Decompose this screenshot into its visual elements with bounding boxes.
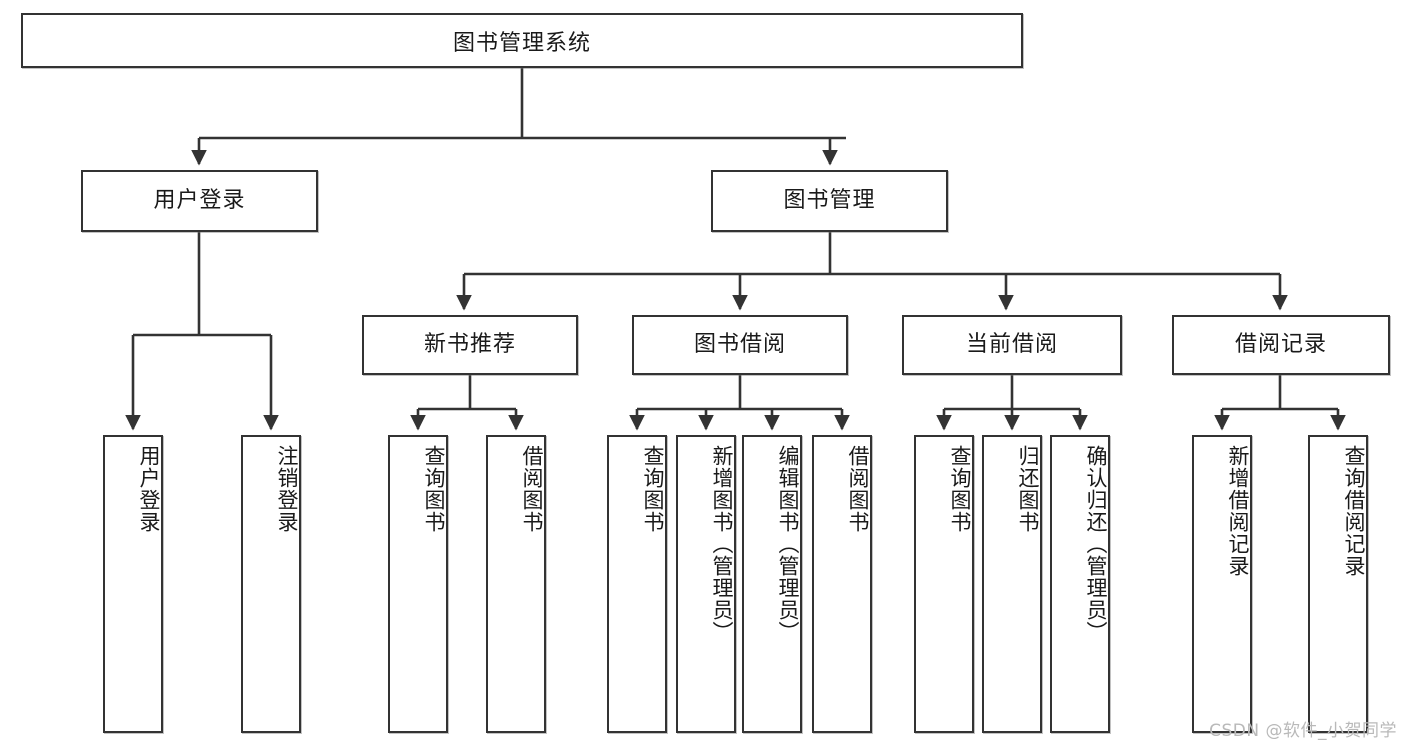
leaf-query-book-1[interactable]: 查询图书 bbox=[388, 435, 448, 733]
leaf-query-book-2-label: 查询图书 bbox=[641, 445, 665, 533]
node-root-book-management-system[interactable]: 图书管理系统 bbox=[21, 13, 1023, 68]
node-current-borrow[interactable]: 当前借阅 bbox=[902, 315, 1122, 375]
leaf-borrow-book-1[interactable]: 借阅图书 bbox=[486, 435, 546, 733]
leaf-edit-book-label: 编辑图书（管理员） bbox=[776, 445, 800, 643]
node-book-manage-label: 图书管理 bbox=[783, 187, 876, 213]
leaf-borrow-book-2-label: 借阅图书 bbox=[846, 445, 870, 533]
leaf-logout-label: 注销登录 bbox=[275, 445, 299, 533]
node-user-login[interactable]: 用户登录 bbox=[81, 170, 318, 232]
leaf-logout[interactable]: 注销登录 bbox=[241, 435, 301, 733]
leaf-confirm-return-label: 确认归还（管理员） bbox=[1084, 445, 1108, 643]
leaf-edit-book[interactable]: 编辑图书（管理员） bbox=[742, 435, 802, 733]
node-book-borrow[interactable]: 图书借阅 bbox=[632, 315, 848, 375]
node-current-borrow-label: 当前借阅 bbox=[965, 331, 1058, 357]
csdn-watermark: CSDN @软件_小贺同学 bbox=[1209, 721, 1397, 741]
leaf-borrow-book-1-label: 借阅图书 bbox=[520, 445, 544, 533]
node-new-book-recommendation-label: 新书推荐 bbox=[423, 331, 516, 357]
leaf-return-book-label: 归还图书 bbox=[1016, 445, 1040, 533]
node-book-manage[interactable]: 图书管理 bbox=[711, 170, 948, 232]
node-book-borrow-label: 图书借阅 bbox=[693, 331, 786, 357]
node-borrow-record-label: 借阅记录 bbox=[1234, 331, 1327, 357]
leaf-add-borrow-record[interactable]: 新增借阅记录 bbox=[1192, 435, 1252, 733]
leaf-query-borrow-record[interactable]: 查询借阅记录 bbox=[1308, 435, 1368, 733]
leaf-add-borrow-record-label: 新增借阅记录 bbox=[1226, 445, 1250, 577]
node-borrow-record[interactable]: 借阅记录 bbox=[1172, 315, 1390, 375]
leaf-query-book-1-label: 查询图书 bbox=[422, 445, 446, 533]
leaf-query-book-3-label: 查询图书 bbox=[948, 445, 972, 533]
leaf-query-book-2[interactable]: 查询图书 bbox=[607, 435, 667, 733]
node-new-book-recommendation[interactable]: 新书推荐 bbox=[362, 315, 578, 375]
leaf-borrow-book-2[interactable]: 借阅图书 bbox=[812, 435, 872, 733]
node-user-login-label: 用户登录 bbox=[153, 187, 246, 213]
leaf-query-book-3[interactable]: 查询图书 bbox=[914, 435, 974, 733]
leaf-add-book-label: 新增图书（管理员） bbox=[710, 445, 734, 643]
leaf-confirm-return[interactable]: 确认归还（管理员） bbox=[1050, 435, 1110, 733]
node-root-label: 图书管理系统 bbox=[452, 30, 591, 56]
leaf-query-borrow-record-label: 查询借阅记录 bbox=[1342, 445, 1366, 577]
leaf-user-login-label: 用户登录 bbox=[137, 445, 161, 533]
leaf-return-book[interactable]: 归还图书 bbox=[982, 435, 1042, 733]
leaf-add-book[interactable]: 新增图书（管理员） bbox=[676, 435, 736, 733]
leaf-user-login[interactable]: 用户登录 bbox=[103, 435, 163, 733]
